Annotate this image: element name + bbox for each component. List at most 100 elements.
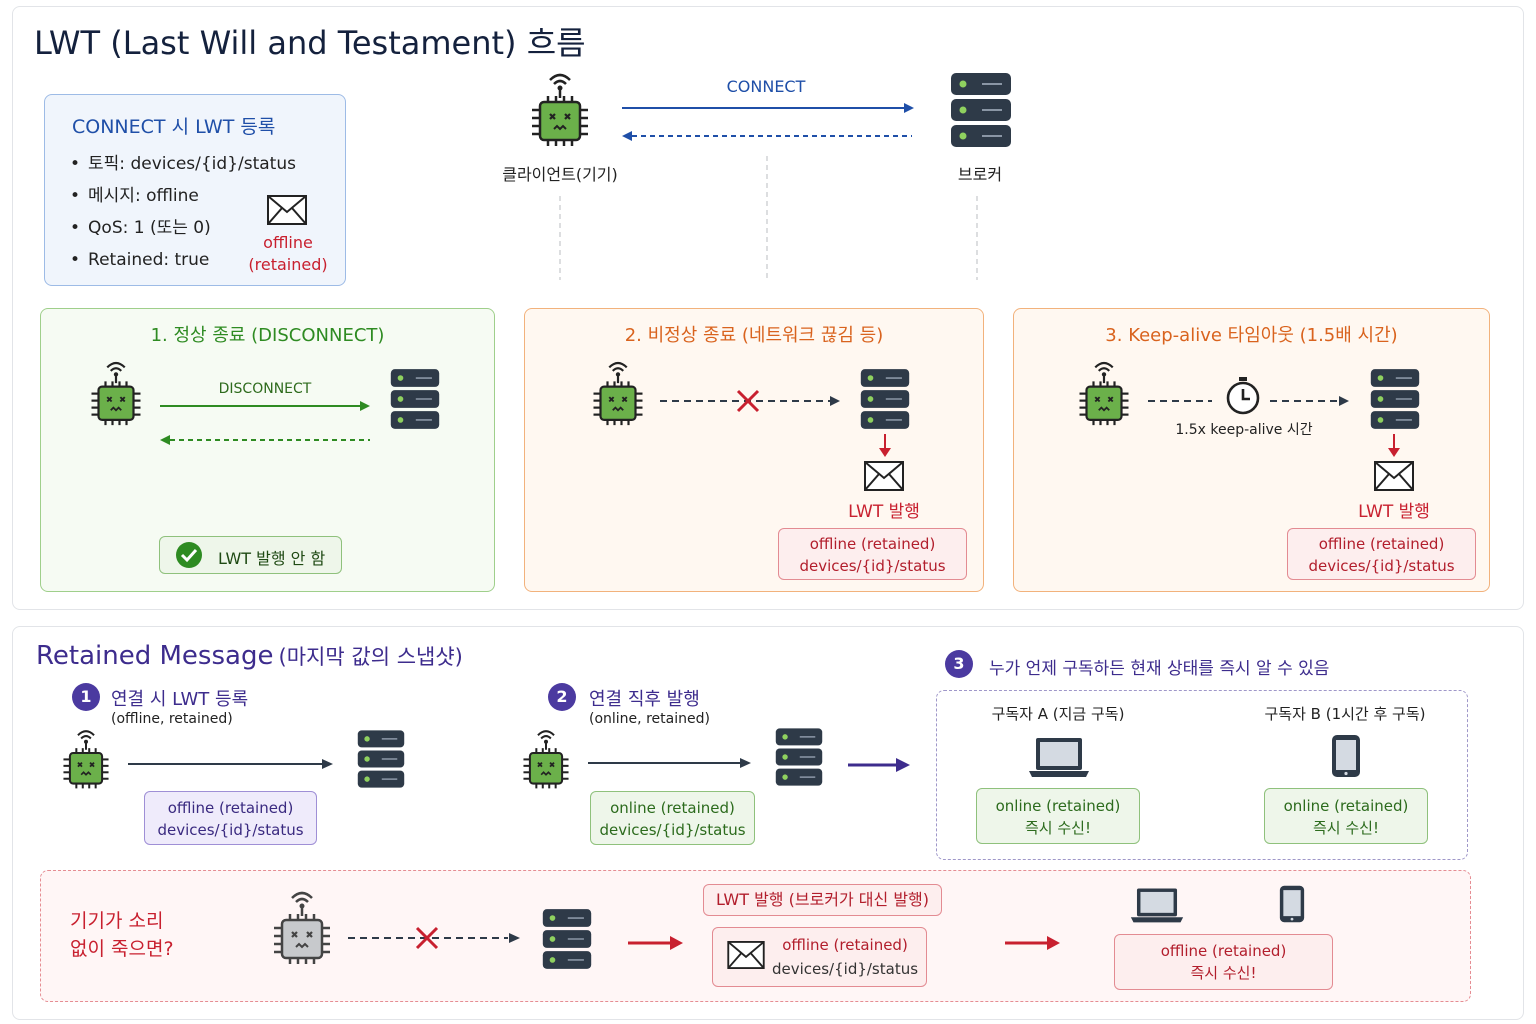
- scenario2-publish-label: LWT 발행: [848, 502, 920, 522]
- scenario1-server-icon: [390, 369, 440, 429]
- retained-panel: [12, 626, 1524, 1020]
- scenario1-result-text: LWT 발행 안 함: [218, 549, 326, 568]
- step2-number: 2: [548, 683, 576, 711]
- step2-server-icon: [775, 728, 823, 786]
- step2-title: 연결 직후 발행: [589, 689, 700, 710]
- death-red-arrow-2: [1005, 936, 1060, 950]
- client-device-icon: [532, 73, 588, 146]
- step2-to-subscribers-arrow: [848, 758, 910, 772]
- bullet-qos: QoS: 1 (또는 0): [70, 212, 296, 244]
- death-laptop-icon: [1130, 888, 1184, 923]
- step1-tag-line2: devices/{id}/status: [157, 821, 304, 839]
- step2-tag-line1: online (retained): [610, 799, 735, 817]
- connect-bullets: 토픽: devices/{id}/status 메시지: offline QoS…: [70, 148, 296, 276]
- connect-arrows: [622, 103, 914, 141]
- scenario1-device-icon: [91, 361, 141, 426]
- scenario2-envelope-icon: [864, 461, 904, 491]
- client-label: 클라이언트(기기): [502, 165, 618, 184]
- retained-title-main: Retained Message: [36, 641, 274, 671]
- step2-tag-line2: devices/{id}/status: [599, 821, 746, 839]
- death-envelope-icon: [727, 941, 765, 969]
- step1-arrow: [128, 759, 333, 769]
- envelope-icon: [267, 195, 307, 225]
- lifeline-dashes: [559, 156, 978, 280]
- connect-arrow-label: CONNECT: [726, 77, 806, 96]
- broker-server-icon: [951, 73, 1011, 147]
- timeout-dashed-arrow: [1148, 396, 1349, 406]
- death-result-line1: offline (retained): [1160, 942, 1287, 960]
- scenario3-envelope-icon: [1374, 461, 1414, 491]
- step2-sub: (online, retained): [589, 711, 710, 727]
- scenario3-device-icon: [1079, 361, 1129, 426]
- death-result-line2: 즉시 수신!: [1190, 964, 1257, 982]
- death-question-line1: 기기가 소리: [70, 910, 164, 932]
- scenario3-publish-label: LWT 발행: [1358, 502, 1430, 522]
- laptop-icon: [1029, 738, 1089, 777]
- death-broken-arrow: [348, 926, 520, 950]
- step2-device-icon: [523, 730, 569, 789]
- lwt-flow-panel: [12, 6, 1524, 610]
- subscriber-b-tag-line2: 즉시 수신!: [1313, 819, 1379, 837]
- scenario3-tag-line2: devices/{id}/status: [1308, 557, 1455, 575]
- death-tag-line1: offline (retained): [782, 936, 908, 954]
- step2-arrow: [588, 758, 751, 768]
- bullet-message: 메시지: offline: [70, 180, 296, 212]
- death-server-icon: [542, 909, 592, 969]
- step1-message-tag: offline (retained) devices/{id}/status: [144, 791, 317, 845]
- disconnect-arrows: [160, 401, 370, 445]
- connect-tag-retained: (retained): [248, 255, 328, 274]
- page-title: LWT (Last Will and Testament) 흐름: [34, 24, 586, 62]
- bullet-topic: 토픽: devices/{id}/status: [70, 148, 296, 180]
- subscriber-a-tag-line1: online (retained): [995, 797, 1121, 815]
- connect-tag-offline: offline: [263, 233, 313, 252]
- broken-connection-arrow: [660, 389, 840, 413]
- subscriber-b-label: 구독자 B (1시간 후 구독): [1264, 705, 1426, 723]
- step3-number: 3: [945, 650, 973, 678]
- bullet-retained: Retained: true: [70, 244, 296, 276]
- subscriber-a-label: 구독자 A (지금 구독): [991, 705, 1125, 723]
- step1-server-icon: [357, 730, 405, 788]
- broker-publish-badge: LWT 발행 (브로커가 대신 발행): [703, 884, 942, 916]
- scenario2-device-icon: [593, 361, 643, 426]
- subscribers-box: [936, 690, 1468, 860]
- scenario3-tag-line1: offline (retained): [1318, 535, 1445, 553]
- scenario2-tag-line2: devices/{id}/status: [799, 557, 946, 575]
- death-red-arrow-1: [628, 936, 683, 950]
- timer-label: 1.5x keep-alive 시간: [1175, 422, 1313, 438]
- step1-sub: (offline, retained): [111, 711, 233, 727]
- step2-message-tag: online (retained) devices/{id}/status: [590, 791, 755, 845]
- death-question-line2: 없이 죽으면?: [70, 938, 174, 960]
- scenario2-message-tag: offline (retained) devices/{id}/status: [778, 528, 967, 580]
- scenario1-title: 1. 정상 종료 (DISCONNECT): [150, 325, 385, 346]
- stopwatch-icon: [1226, 377, 1260, 415]
- connect-box-title: CONNECT 시 LWT 등록: [72, 116, 276, 138]
- scenario2-tag-line1: offline (retained): [809, 535, 936, 553]
- retained-title: Retained Message (마지막 값의 스냅샷): [36, 641, 463, 671]
- check-circle-icon: [176, 542, 202, 568]
- step3-title: 누가 언제 구독하든 현재 상태를 즉시 알 수 있음: [989, 659, 1330, 679]
- broker-publish-text: LWT 발행 (브로커가 대신 발행): [715, 890, 930, 909]
- broker-label: 브로커: [957, 165, 1003, 184]
- death-smartphone-icon: [1279, 885, 1305, 923]
- scenario2-server-icon: [860, 369, 910, 429]
- subscriber-b-tag-line1: online (retained): [1283, 797, 1409, 815]
- subscriber-b-tag: online (retained) 즉시 수신!: [1264, 788, 1428, 844]
- subscriber-a-tag: online (retained) 즉시 수신!: [976, 788, 1140, 844]
- scenario2-title: 2. 비정상 종료 (네트워크 끊김 등): [624, 325, 884, 346]
- scenario3-down-arrow: [1388, 434, 1400, 457]
- death-result-tag: offline (retained) 즉시 수신!: [1114, 934, 1333, 990]
- scenario3-title: 3. Keep-alive 타임아웃 (1.5배 시간): [1105, 325, 1398, 346]
- dead-device-icon: [274, 891, 330, 964]
- scenario2-down-arrow: [879, 434, 891, 457]
- smartphone-icon: [1332, 735, 1360, 777]
- scenario3-server-icon: [1370, 369, 1420, 429]
- step1-device-icon: [63, 730, 109, 789]
- step1-title: 연결 시 LWT 등록: [111, 689, 249, 710]
- step1-tag-line1: offline (retained): [167, 799, 294, 817]
- step1-number: 1: [72, 683, 100, 711]
- subscriber-a-tag-line2: 즉시 수신!: [1025, 819, 1091, 837]
- death-tag-line2: devices/{id}/status: [771, 960, 919, 978]
- scenario3-message-tag: offline (retained) devices/{id}/status: [1287, 528, 1476, 580]
- disconnect-arrow-label: DISCONNECT: [218, 381, 312, 397]
- retained-title-sub: (마지막 값의 스냅샷): [278, 645, 463, 669]
